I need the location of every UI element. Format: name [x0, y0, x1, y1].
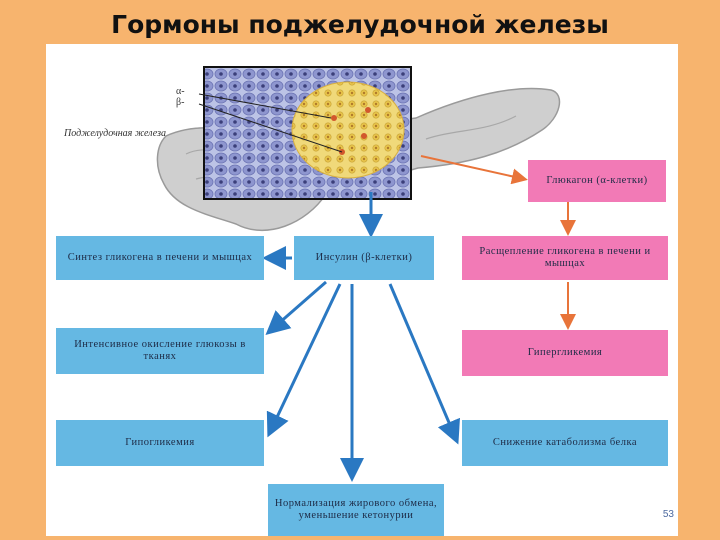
- glucose-oxidation-box: Интенсивное окисление глюкозы в тканях: [56, 328, 264, 374]
- alpha-cell-label: α-: [176, 86, 185, 97]
- slide-number: 53: [662, 509, 674, 520]
- protein-catabolism-box: Снижение катаболизма белка: [462, 420, 668, 466]
- glycogen-breakdown-box: Расщепление гликогена в печени и мышцах: [462, 236, 668, 280]
- fat-metabolism-box: Нормализация жирового обмена, уменьшение…: [268, 484, 444, 536]
- arrow-to-glucose-oxidation: [265, 280, 327, 335]
- slide-title: Гормоны поджелудочной железы: [111, 10, 609, 39]
- beta-cell-label: β-: [176, 97, 185, 108]
- islet-of-langerhans: [291, 81, 405, 179]
- arrow-to-protein-catabolism: [388, 283, 460, 445]
- pancreas-illustration: [156, 66, 561, 232]
- pancreas-label: Поджелудочная железа: [64, 128, 167, 139]
- arrow-to-hypoglycemia: [266, 283, 342, 438]
- hypoglycemia-box: Гипогликемия: [56, 420, 264, 466]
- arrow-to-glucagon: [420, 155, 528, 185]
- glycogen-synthesis-box: Синтез гликогена в печени и мышцах: [56, 236, 264, 280]
- hyperglycemia-box: Гипергликемия: [462, 330, 668, 376]
- flow-arrows: [262, 155, 576, 482]
- diagram-panel: α- β- Поджелудочная железа Глюкагон (α-к…: [46, 44, 678, 536]
- glucagon-box: Глюкагон (α-клетки): [528, 160, 666, 202]
- insulin-box: Инсулин (β-клетки): [294, 236, 434, 280]
